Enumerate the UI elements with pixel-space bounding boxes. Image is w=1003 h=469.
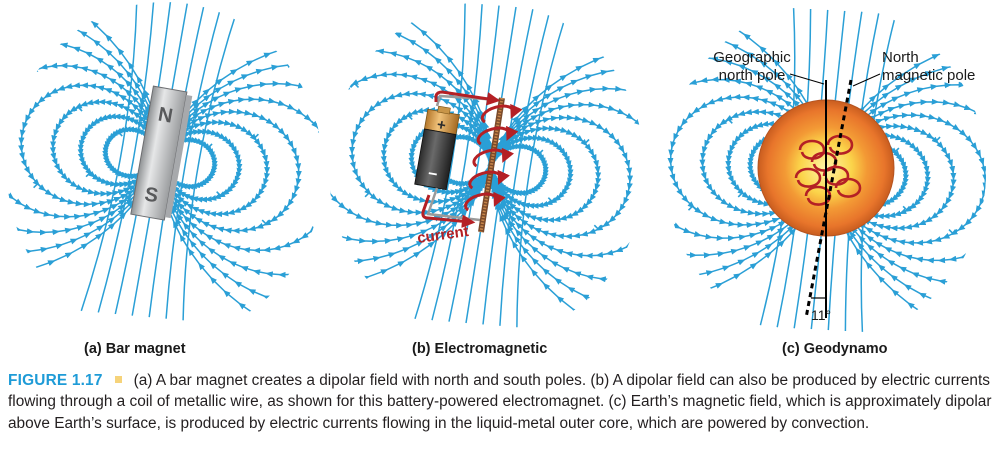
electromagnet-field-lines bbox=[269, 2, 771, 338]
field-arrow bbox=[216, 191, 226, 197]
field-arrow bbox=[614, 226, 622, 230]
geo-pole-pointer bbox=[789, 73, 825, 85]
field-arrow bbox=[687, 205, 698, 211]
field-arrow bbox=[269, 34, 277, 38]
current-arrow-lower bbox=[421, 194, 476, 228]
field-line bbox=[666, 4, 832, 309]
field-arrow bbox=[659, 264, 667, 268]
field-arrow bbox=[405, 102, 413, 106]
battery-plus-label: + bbox=[436, 116, 448, 134]
field-arrow bbox=[641, 125, 645, 131]
field-arrow bbox=[735, 104, 743, 108]
field-arrow bbox=[948, 229, 958, 235]
polar-field-line bbox=[431, 4, 483, 321]
figure-number: FIGURE 1.17 bbox=[8, 372, 103, 389]
field-line bbox=[156, 80, 323, 278]
magnetic-pole-label-1: North bbox=[882, 49, 919, 66]
core-current-loop bbox=[826, 134, 854, 155]
panel-b-label: (b) Electromagnetic bbox=[412, 341, 548, 357]
figure-caption: FIGURE 1.17(a) A bar magnet creates a di… bbox=[8, 370, 998, 434]
field-arrow bbox=[311, 120, 321, 127]
field-arrow bbox=[931, 136, 941, 143]
coil-loop bbox=[480, 103, 523, 124]
field-arrow bbox=[547, 197, 557, 203]
polar-field-line bbox=[80, 2, 138, 312]
polar-field-line bbox=[182, 4, 240, 321]
core-current-loop bbox=[794, 167, 822, 188]
polar-field-line bbox=[482, 8, 534, 325]
field-arrow bbox=[580, 138, 590, 145]
coil-loop bbox=[476, 125, 519, 146]
polar-field-line bbox=[414, 2, 466, 320]
polar-field-line bbox=[165, 3, 223, 319]
panel-c-label: (c) Geodynamo bbox=[782, 341, 888, 357]
coil-loop bbox=[472, 147, 515, 168]
field-arrow bbox=[902, 205, 912, 212]
field-arrow bbox=[737, 191, 747, 198]
caption-bullet bbox=[114, 376, 122, 384]
figure-artwork: N S + − current Geographic north pole No… bbox=[7, 2, 1000, 340]
polar-field-line bbox=[516, 10, 568, 328]
field-arrow bbox=[73, 105, 83, 112]
battery: + − bbox=[414, 105, 460, 191]
field-arrow bbox=[534, 149, 544, 156]
field-arrow bbox=[429, 324, 437, 328]
coil-rod bbox=[478, 97, 505, 233]
field-arrow bbox=[723, 118, 733, 124]
field-arrow bbox=[203, 143, 213, 150]
field-line bbox=[156, 60, 323, 310]
battery-minus-label: − bbox=[427, 165, 439, 183]
field-line bbox=[825, 31, 986, 340]
field-arrow bbox=[113, 130, 123, 137]
geographic-pole-label-2: north pole bbox=[719, 67, 786, 84]
bar-magnet: N S bbox=[130, 85, 193, 221]
field-arrow bbox=[20, 72, 30, 79]
coil-current-loops bbox=[464, 103, 523, 212]
polar-field-line bbox=[499, 9, 551, 326]
field-line bbox=[487, 101, 645, 259]
field-line bbox=[487, 85, 645, 283]
field-arrow bbox=[668, 89, 678, 96]
field-arrow bbox=[992, 121, 1000, 125]
current-label: current bbox=[416, 223, 470, 247]
field-arrow bbox=[403, 114, 413, 121]
field-arrow bbox=[364, 191, 374, 198]
field-arrow bbox=[249, 133, 259, 140]
geographic-pole-label-1: Geographic bbox=[713, 49, 791, 66]
angle-label: 11° bbox=[811, 307, 831, 323]
south-pole-label: S bbox=[143, 183, 160, 207]
magnetic-axis bbox=[804, 79, 853, 319]
field-arrow bbox=[291, 210, 299, 214]
mag-pole-pointer bbox=[852, 73, 881, 87]
field-arrow bbox=[261, 219, 271, 226]
field-line bbox=[487, 65, 645, 314]
coil-loop bbox=[468, 169, 510, 190]
polar-field-line bbox=[448, 5, 500, 322]
field-arrow bbox=[763, 326, 771, 330]
field-arrow bbox=[593, 224, 603, 231]
panel-a-label: (a) Bar magnet bbox=[84, 341, 186, 357]
bar-magnet-field-lines bbox=[7, 2, 437, 338]
field-line bbox=[329, 47, 495, 245]
field-arrow bbox=[327, 260, 335, 264]
field-line bbox=[7, 2, 164, 280]
polar-field-line bbox=[97, 2, 155, 313]
core-current-loop bbox=[798, 139, 826, 160]
current-arrow bbox=[434, 90, 501, 106]
caption-text: (a) A bar magnet creates a dipolar field… bbox=[8, 372, 992, 432]
field-arrow bbox=[85, 171, 95, 178]
coil-loop bbox=[464, 191, 506, 212]
field-line bbox=[156, 35, 323, 338]
field-arrow bbox=[33, 182, 43, 189]
core-current-loop bbox=[834, 177, 862, 198]
field-line bbox=[487, 39, 645, 338]
field-arrow bbox=[349, 82, 360, 88]
magnetic-pole-label-2: magnetic pole bbox=[882, 67, 975, 84]
north-pole-label: N bbox=[156, 104, 174, 128]
field-arrow bbox=[579, 45, 587, 49]
field-line bbox=[329, 2, 495, 291]
